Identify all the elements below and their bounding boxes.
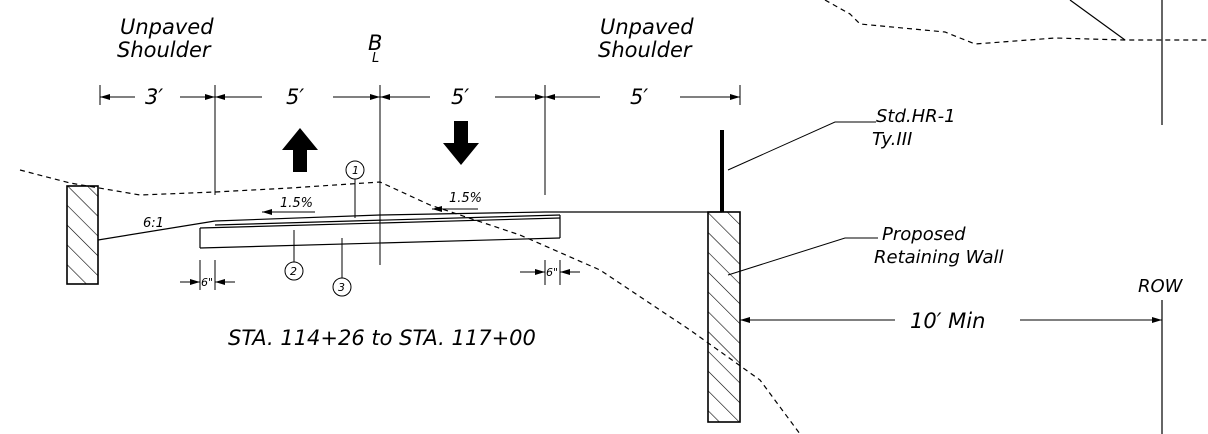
- existing-ground-line: [19, 169, 801, 434]
- retaining-wall-hatch: [707, 211, 741, 423]
- row-label: ROW: [1138, 276, 1184, 297]
- dim-5ft-label-b: 5′: [451, 85, 469, 109]
- callout-1-label: 1: [352, 164, 359, 177]
- centerline-symbol: B: [368, 31, 382, 55]
- finished-grade: [97, 211, 722, 249]
- arrow-down-icon: [443, 121, 479, 165]
- left-shoulder-hatch: [66, 185, 99, 285]
- unpaved-shoulder-right-label-1: Unpaved: [600, 15, 694, 39]
- callout-2-label: 2: [290, 265, 297, 278]
- side-slope-label: 6:1: [143, 216, 164, 231]
- unpaved-shoulder-left-label-1: Unpaved: [120, 15, 214, 39]
- guardrail-label-2: Ty.III: [872, 129, 912, 150]
- dimension-row: [99, 85, 741, 265]
- dim-5ft-label-c: 5′: [630, 85, 648, 109]
- dim-6in-right-label: 6": [546, 266, 558, 279]
- callout-3-circle: [332, 277, 352, 297]
- dim-6in-left-label: 6": [201, 276, 213, 289]
- six-inch-dims: [180, 260, 580, 290]
- dim-5ft-label-a: 5′: [286, 85, 304, 109]
- station-range-label: STA. 114+26 to STA. 117+00: [228, 326, 536, 350]
- arrow-up-icon: [282, 128, 318, 172]
- callout-3-label: 3: [338, 281, 345, 294]
- centerline-sub: L: [372, 51, 379, 66]
- existing-ground-top-right: [824, 0, 1208, 125]
- unpaved-shoulder-right-label-2: Shoulder: [598, 38, 693, 62]
- retaining-wall-label-1: Proposed: [882, 224, 966, 245]
- slope-left-label: 1.5%: [280, 196, 313, 211]
- guardrail-label-1: Std.HR-1: [876, 106, 956, 127]
- dim-3ft-label: 3′: [145, 85, 163, 109]
- unpaved-shoulder-left-label-2: Shoulder: [117, 38, 212, 62]
- min-offset-label: 10′ Min: [910, 309, 985, 333]
- callout-2-circle: [284, 261, 304, 281]
- slope-right-label: 1.5%: [449, 191, 482, 206]
- retaining-wall-label-2: Retaining Wall: [874, 247, 1003, 268]
